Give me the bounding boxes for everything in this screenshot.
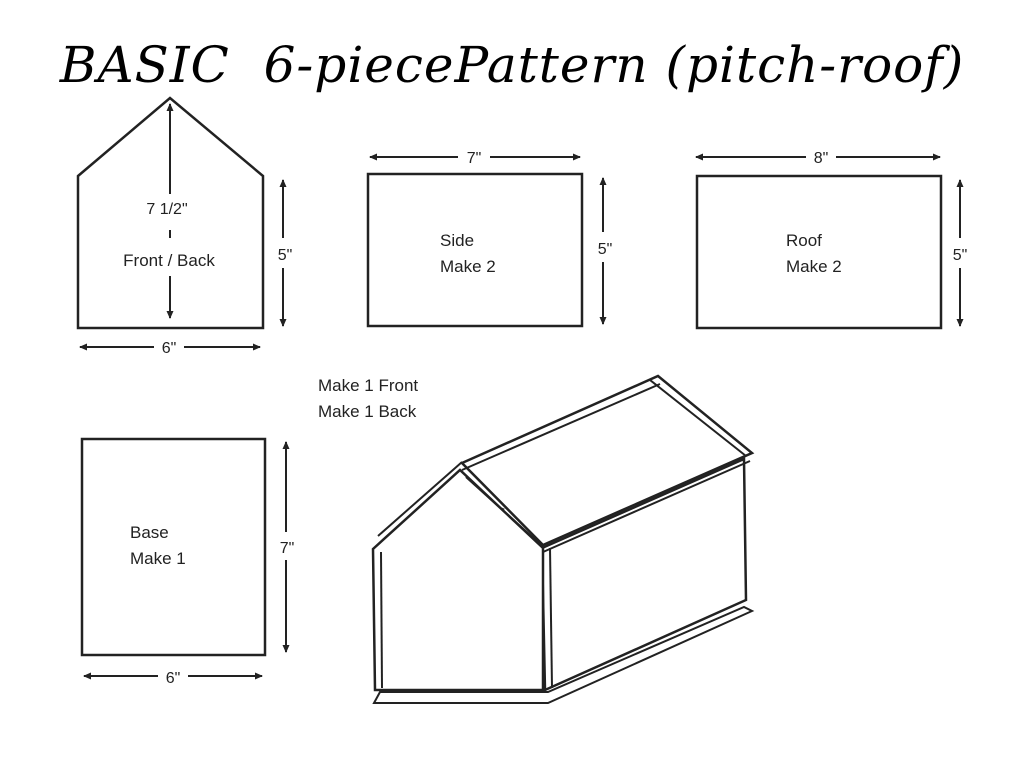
side-qty: Make 2 [440, 257, 496, 276]
house-base-board [372, 605, 755, 704]
house-front-wall [371, 468, 545, 692]
front-back-piece: 7 1/2" Front / Back 5" 6" [76, 96, 293, 357]
page-title: BASIC 6-piecePattern (pitch-roof) [59, 36, 965, 94]
house-front-gable-edge [465, 476, 541, 545]
front-note-line2: Make 1 Back [318, 402, 417, 421]
front-back-height-label: 7 1/2" [146, 201, 187, 218]
roof-side-dim: 5" [953, 247, 968, 264]
front-note-line1: Make 1 Front [318, 376, 418, 395]
front-back-name: Front / Back [123, 251, 215, 270]
house-roof-panel [459, 374, 755, 547]
side-outline [366, 172, 584, 328]
side-top-dim: 7" [467, 150, 482, 167]
house-front-wall-edge [380, 551, 383, 689]
side-piece: 7" Side Make 2 5" [366, 150, 613, 328]
base-piece: Base Make 1 7" 6" [80, 437, 295, 687]
assembled-house-illustration [371, 374, 755, 704]
side-side-dim: 5" [598, 241, 613, 258]
roof-name: Roof [786, 231, 822, 250]
side-name: Side [440, 231, 474, 250]
base-side-dim: 7" [280, 540, 295, 557]
front-back-side-dim: 5" [278, 247, 293, 264]
roof-top-dim: 8" [814, 150, 829, 167]
house-roof-ridge [461, 383, 661, 471]
house-roof-eave [542, 460, 751, 553]
base-qty: Make 1 [130, 549, 186, 568]
front-back-bottom-dim: 6" [162, 340, 177, 357]
house-front-roof-overhang [377, 461, 463, 537]
house-side-wall-edge [549, 547, 553, 689]
base-bottom-dim: 6" [166, 670, 181, 687]
house-roof-far-edge [649, 379, 747, 457]
roof-qty: Make 2 [786, 257, 842, 276]
roof-piece: 8" Roof Make 2 5" [695, 150, 968, 330]
base-outline [80, 437, 267, 657]
roof-outline [695, 174, 943, 330]
base-name: Base [130, 523, 169, 542]
front-back-outline [76, 96, 265, 330]
